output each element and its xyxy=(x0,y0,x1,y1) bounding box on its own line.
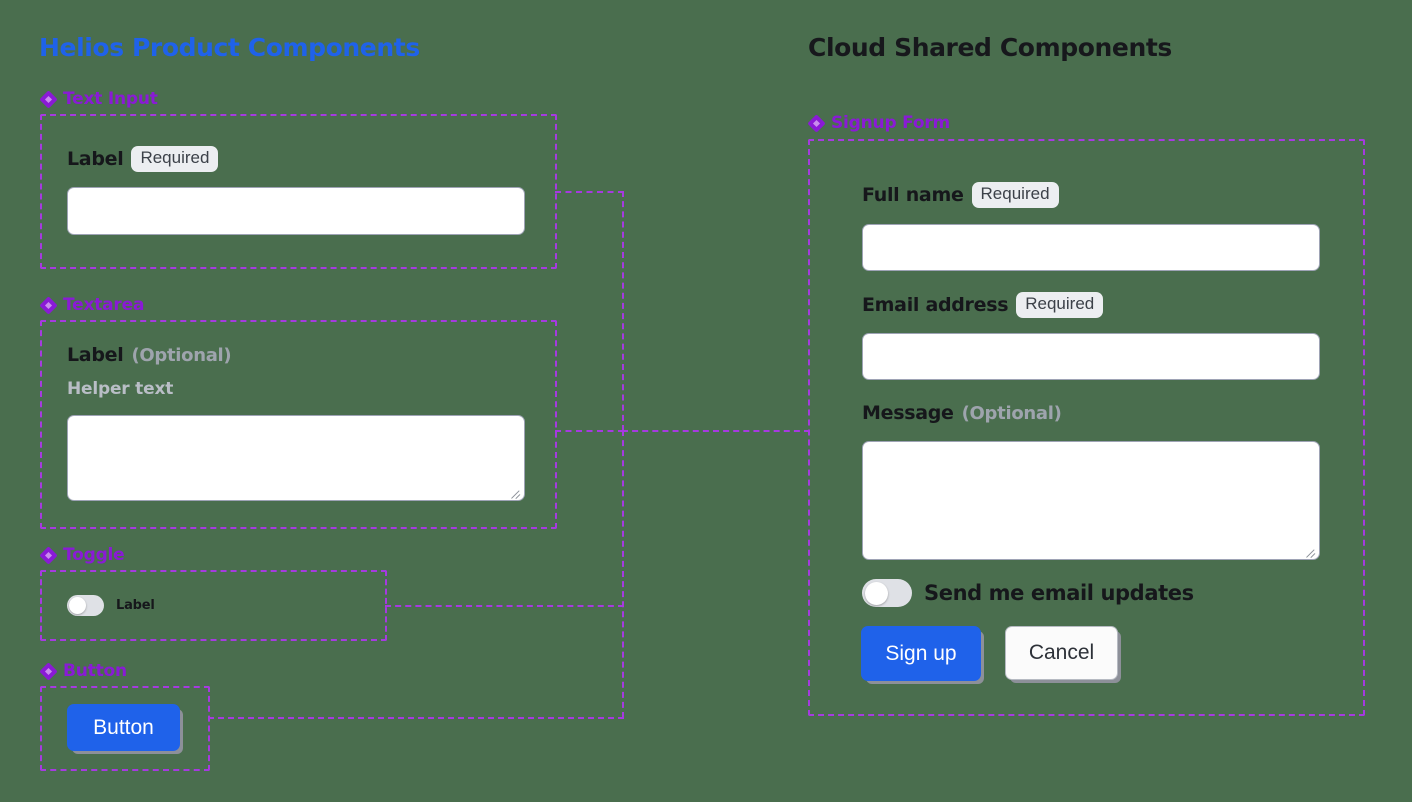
demo-button[interactable]: Button xyxy=(67,704,180,751)
text-input-label-row: Label Required xyxy=(67,146,219,172)
toggle-knob xyxy=(864,581,888,605)
frame-button xyxy=(40,686,210,771)
diamond-component-icon xyxy=(39,295,58,315)
textarea-label: Label xyxy=(67,344,124,366)
left-column-title: Helios Product Components xyxy=(39,33,420,62)
textarea-field-wrapper xyxy=(67,415,525,501)
connector-text-input-horizontal xyxy=(555,191,624,193)
full-name-required-badge: Required xyxy=(971,182,1059,208)
toggle-label: Label xyxy=(116,598,155,613)
group-label-text: Button xyxy=(63,661,127,681)
message-label: Message xyxy=(862,402,954,424)
connector-to-signup-form xyxy=(622,430,810,432)
connector-trunk-lower xyxy=(622,430,624,718)
frame-textarea xyxy=(40,320,557,529)
frame-signup-form xyxy=(808,139,1365,716)
cancel-button[interactable]: Cancel xyxy=(1005,626,1118,680)
toggle-row[interactable]: Label xyxy=(67,595,155,616)
full-name-label: Full name xyxy=(862,183,964,206)
text-input-label: Label xyxy=(67,147,124,170)
frame-toggle xyxy=(40,570,387,641)
group-label-toggle: Toggle xyxy=(39,545,125,565)
group-label-textarea: Textarea xyxy=(39,295,145,315)
frame-text-input xyxy=(40,114,557,269)
message-label-row: Message (Optional) xyxy=(862,402,1062,424)
message-field-wrapper xyxy=(862,441,1320,560)
diamond-component-icon xyxy=(39,661,58,681)
textarea-label-row: Label (Optional) xyxy=(67,344,232,366)
group-label-text: Text Input xyxy=(63,89,158,109)
email-updates-toggle-switch[interactable] xyxy=(862,579,912,607)
group-label-text-input: Text Input xyxy=(39,89,158,109)
textarea-optional-tag: (Optional) xyxy=(131,344,232,366)
sign-up-button[interactable]: Sign up xyxy=(861,626,981,681)
text-input-required-badge: Required xyxy=(131,146,219,172)
group-label-text: Textarea xyxy=(63,295,145,315)
connector-trunk-upper xyxy=(622,191,624,431)
group-label-text: Toggle xyxy=(63,545,125,565)
diamond-component-icon xyxy=(39,89,58,109)
toggle-knob xyxy=(69,597,86,614)
message-optional-tag: (Optional) xyxy=(961,402,1062,424)
group-label-signup-form: Signup Form xyxy=(807,113,951,133)
group-label-button: Button xyxy=(39,661,127,681)
email-address-label-row: Email address Required xyxy=(862,292,1104,318)
connector-toggle-horizontal xyxy=(385,605,624,607)
email-updates-toggle-label: Send me email updates xyxy=(924,581,1194,605)
connector-button-horizontal xyxy=(208,717,624,719)
full-name-input[interactable] xyxy=(862,224,1320,271)
textarea-helper-text: Helper text xyxy=(67,379,174,399)
email-address-required-badge: Required xyxy=(1016,292,1104,318)
toggle-switch[interactable] xyxy=(67,595,104,616)
email-address-input[interactable] xyxy=(862,333,1320,380)
full-name-label-row: Full name Required xyxy=(862,182,1059,208)
group-label-text: Signup Form xyxy=(831,113,951,133)
email-address-label: Email address xyxy=(862,293,1009,316)
diamond-component-icon xyxy=(39,545,58,565)
connector-textarea-horizontal xyxy=(555,430,624,432)
textarea-field[interactable] xyxy=(67,415,525,501)
right-column-title: Cloud Shared Components xyxy=(808,33,1172,62)
text-input-field[interactable] xyxy=(67,187,525,235)
email-updates-toggle-row[interactable]: Send me email updates xyxy=(862,579,1194,607)
message-textarea[interactable] xyxy=(862,441,1320,560)
diamond-component-icon xyxy=(807,113,826,133)
